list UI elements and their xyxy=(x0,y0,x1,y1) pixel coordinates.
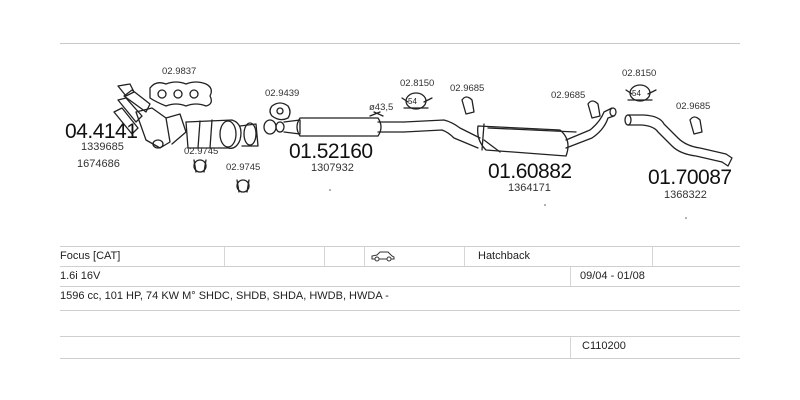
part-label-gasket: 02.9439 xyxy=(265,88,300,99)
clamp-02-8150-a xyxy=(401,92,433,110)
part-label-gasket: 02.9837 xyxy=(162,66,197,77)
clamp-02-9685-c xyxy=(689,116,703,135)
system-code: C110200 xyxy=(582,340,626,352)
column-divider xyxy=(364,247,365,267)
dot-marker-c xyxy=(685,217,687,219)
manifold-gasket xyxy=(149,81,212,107)
column-divider xyxy=(570,337,571,359)
part-label-clamp: 02.9745 xyxy=(226,162,261,173)
part-label-clamp: 02.9685 xyxy=(551,90,586,101)
part-label-clamp: 02.8150 xyxy=(622,68,657,79)
column-divider xyxy=(324,247,325,267)
part-number-01-60882: 01.60882 xyxy=(488,160,572,183)
table-row: 1596 cc, 101 HP, 74 KW M° SHDC, SHDB, SH… xyxy=(60,286,740,311)
clamp-size-a: 54 xyxy=(408,97,417,106)
part-label-clamp: 02.8150 xyxy=(400,78,435,89)
ref-number: 1307932 xyxy=(311,162,354,174)
ref-number: 1368322 xyxy=(664,189,707,201)
table-row: 1.6i 16V 09/04 - 01/08 xyxy=(60,266,740,287)
vehicle-model: Focus [CAT] xyxy=(60,250,121,262)
manifold-catalyst xyxy=(113,83,259,149)
diameter-label: ø43,5 xyxy=(369,102,394,113)
top-divider xyxy=(60,43,740,44)
clamp-size-b: 54 xyxy=(632,89,641,98)
part-label-clamp: 02.9685 xyxy=(676,101,711,112)
exhaust-parts-drawing: 54 54 xyxy=(113,81,733,219)
clamp-02-9685-b xyxy=(587,100,601,119)
table-row: Focus [CAT] Hatchback xyxy=(60,246,740,267)
ref-number: 1364171 xyxy=(508,182,551,194)
column-divider xyxy=(464,247,465,267)
dot-marker-a xyxy=(329,189,331,191)
clamp-02-9685-a xyxy=(461,96,475,115)
column-divider xyxy=(224,247,225,267)
gasket-02-9439 xyxy=(269,102,291,121)
part-number-01-52160: 01.52160 xyxy=(289,140,373,163)
table-row xyxy=(60,310,740,337)
clamp-02-9745-b xyxy=(236,179,250,193)
front-pipe-01-52160 xyxy=(263,111,405,137)
column-divider xyxy=(652,247,653,267)
dot-marker-b xyxy=(544,204,546,206)
table-bottom-border xyxy=(60,358,740,360)
exhaust-diagram: 54 54 04.4141 1339685 1674686 02.9837 02… xyxy=(65,66,733,219)
clamp-02-8150-b xyxy=(625,84,657,102)
ref-number: 1339685 xyxy=(81,141,124,153)
car-icon xyxy=(370,250,396,270)
part-label-clamp: 02.9685 xyxy=(450,83,485,94)
engine-specs: 1596 cc, 101 HP, 74 KW M° SHDC, SHDB, SH… xyxy=(60,290,389,302)
part-label-clamp: 02.9745 xyxy=(184,146,219,157)
part-number-01-70087: 01.70087 xyxy=(648,166,732,189)
clamp-02-9745-a xyxy=(193,159,207,173)
column-divider xyxy=(570,267,571,287)
tail-pipe-01-70087 xyxy=(624,114,733,167)
engine: 1.6i 16V xyxy=(60,270,101,282)
body-type: Hatchback xyxy=(478,250,530,262)
ref-number: 1674686 xyxy=(77,158,120,170)
production-years: 09/04 - 01/08 xyxy=(580,270,645,282)
rear-silencer-01-60882 xyxy=(403,107,617,157)
table-row: C110200 xyxy=(60,336,740,359)
part-number-04-4141: 04.4141 xyxy=(65,120,138,143)
